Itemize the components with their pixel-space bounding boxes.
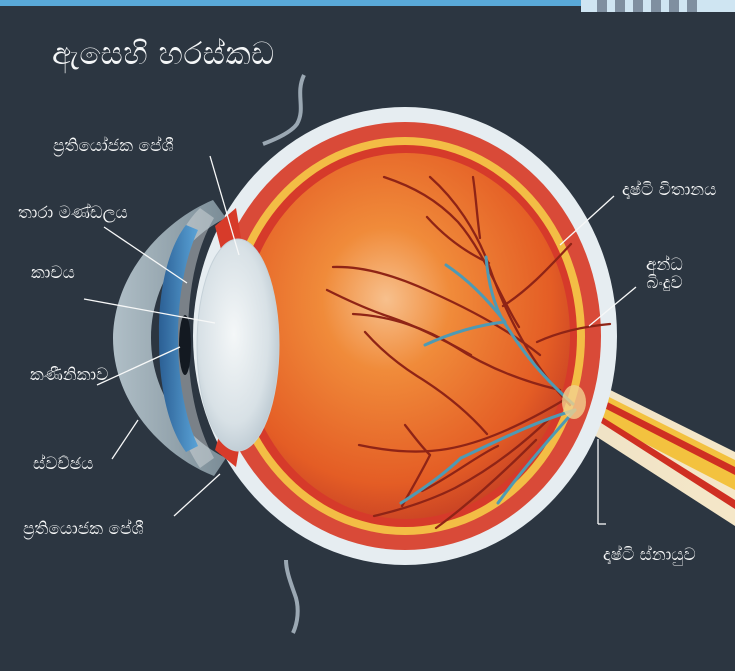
retina-label: දෘෂ්ටි විතානය bbox=[622, 182, 716, 200]
pupil-shape bbox=[179, 315, 191, 375]
iris-label: තාරා මණ්ඩලය bbox=[18, 205, 128, 223]
blind-spot-label: අන්ධ බිංදුව bbox=[646, 257, 683, 293]
ciliary-bottom-label: ප්‍රතියොජක පේශී bbox=[23, 521, 144, 539]
cornea-label: ස්වච්ඡය bbox=[33, 456, 93, 474]
optic-nerve-label: දෘෂ්ටි ස්නායුව bbox=[603, 547, 696, 565]
blind-spot-shape bbox=[562, 385, 586, 419]
ciliary-top-label: ප්‍රතියෝජක පේශී bbox=[53, 138, 174, 156]
pupil-label: කණීනිකාව bbox=[30, 367, 108, 385]
diagram-title: ඇසෙහි හරස්කඩ bbox=[52, 39, 275, 70]
lens-shape bbox=[197, 239, 279, 451]
upper-lid-curve bbox=[263, 75, 304, 144]
lower-lid-curve bbox=[286, 560, 298, 633]
lens-label: කාචය bbox=[31, 265, 75, 283]
